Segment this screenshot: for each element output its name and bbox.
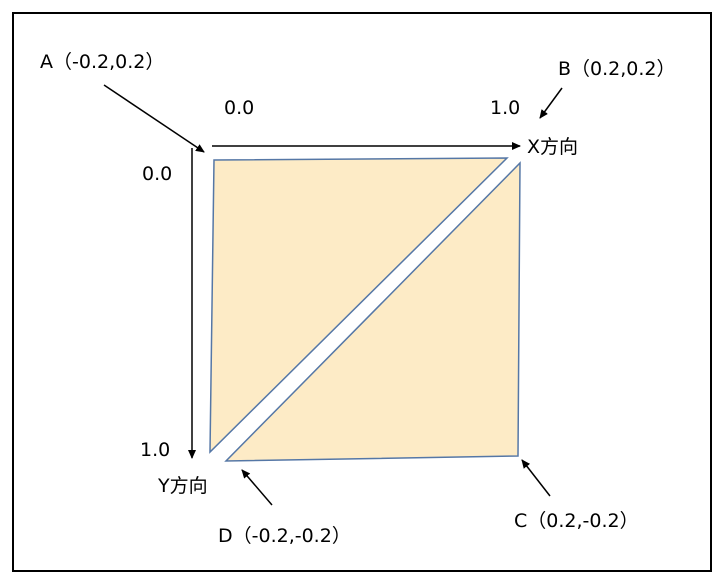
label-y-end: 1.0	[140, 439, 170, 461]
label-b: B（0.2,0.2）	[558, 58, 676, 80]
pointer-arrow-c	[521, 459, 551, 497]
pointer-arrow-a	[103, 84, 205, 153]
label-x-end: 1.0	[490, 97, 520, 119]
lower-right-triangle	[224, 161, 521, 462]
label-d: D（-0.2,-0.2）	[218, 525, 351, 547]
label-c: C（0.2,-0.2）	[514, 510, 639, 532]
label-x-start: 0.0	[224, 97, 254, 119]
label-a: A（-0.2,0.2）	[40, 51, 164, 73]
label-y-axis: Y方向	[157, 475, 208, 497]
label-y-start: 0.0	[142, 163, 172, 185]
pointer-arrow-d	[241, 469, 273, 506]
upper-left-triangle	[209, 157, 509, 454]
label-x-axis: X方向	[527, 136, 578, 158]
pointer-arrow-b	[539, 87, 563, 119]
